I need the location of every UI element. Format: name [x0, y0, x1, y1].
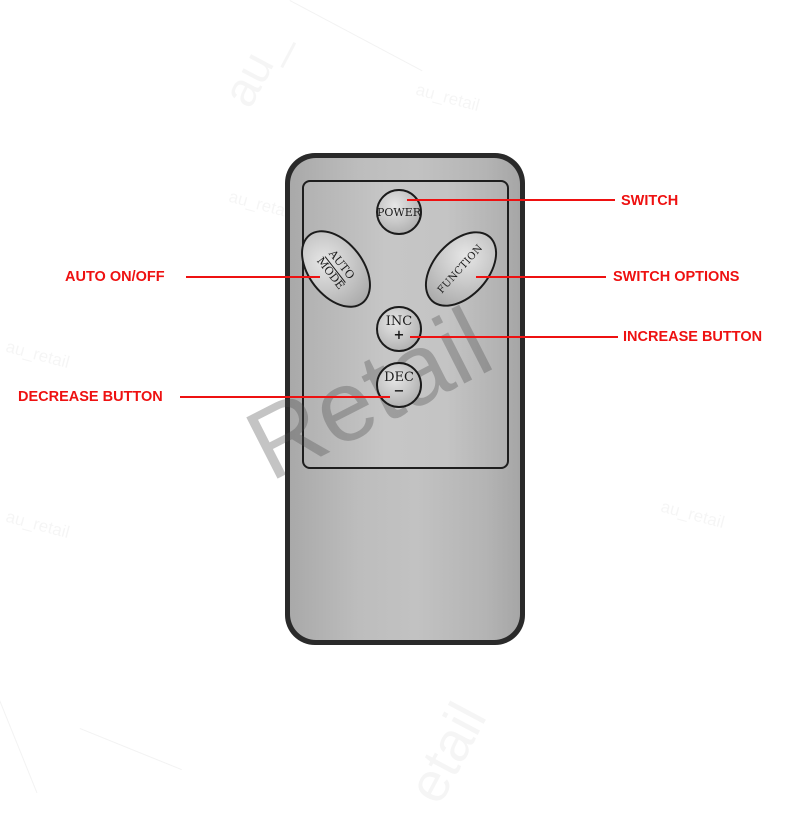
callout-label-switch-options: SWITCH OPTIONS — [613, 269, 740, 285]
watermark-right-low: au_retail — [659, 497, 727, 533]
watermark-partial-bottom: etail — [394, 692, 500, 813]
watermark-partial-top: au_ — [212, 19, 298, 116]
callout-label-decrease: DECREASE BUTTON — [18, 389, 163, 405]
power-button-label: POWER — [376, 205, 422, 219]
watermark-line — [289, 0, 423, 72]
callout-line-increase — [410, 336, 618, 338]
callout-label-switch: SWITCH — [621, 193, 679, 209]
callout-label-auto: AUTO ON/OFF — [65, 269, 165, 285]
increase-button-label: INC — [385, 314, 413, 329]
minus-icon: − — [393, 384, 405, 399]
callout-line-switch — [407, 199, 615, 201]
callout-label-increase: INCREASE BUTTON — [623, 329, 763, 345]
plus-icon: + — [393, 328, 405, 343]
callout-line-decrease — [180, 396, 390, 398]
increase-button[interactable]: INC + — [376, 306, 422, 352]
decrease-button[interactable]: DEC − — [376, 362, 422, 408]
watermark-line — [0, 700, 38, 794]
function-button-label: FUNCTION — [436, 242, 486, 296]
callout-line-switch-options — [476, 276, 606, 278]
decrease-button-label: DEC — [384, 370, 414, 385]
watermark-top-right: au_retail — [414, 80, 482, 116]
callout-line-auto — [186, 276, 320, 278]
watermark-line — [79, 728, 182, 771]
watermark-left: au_retail — [4, 337, 72, 373]
watermark-left-low: au_retail — [4, 507, 72, 543]
power-button[interactable]: POWER — [376, 189, 422, 235]
